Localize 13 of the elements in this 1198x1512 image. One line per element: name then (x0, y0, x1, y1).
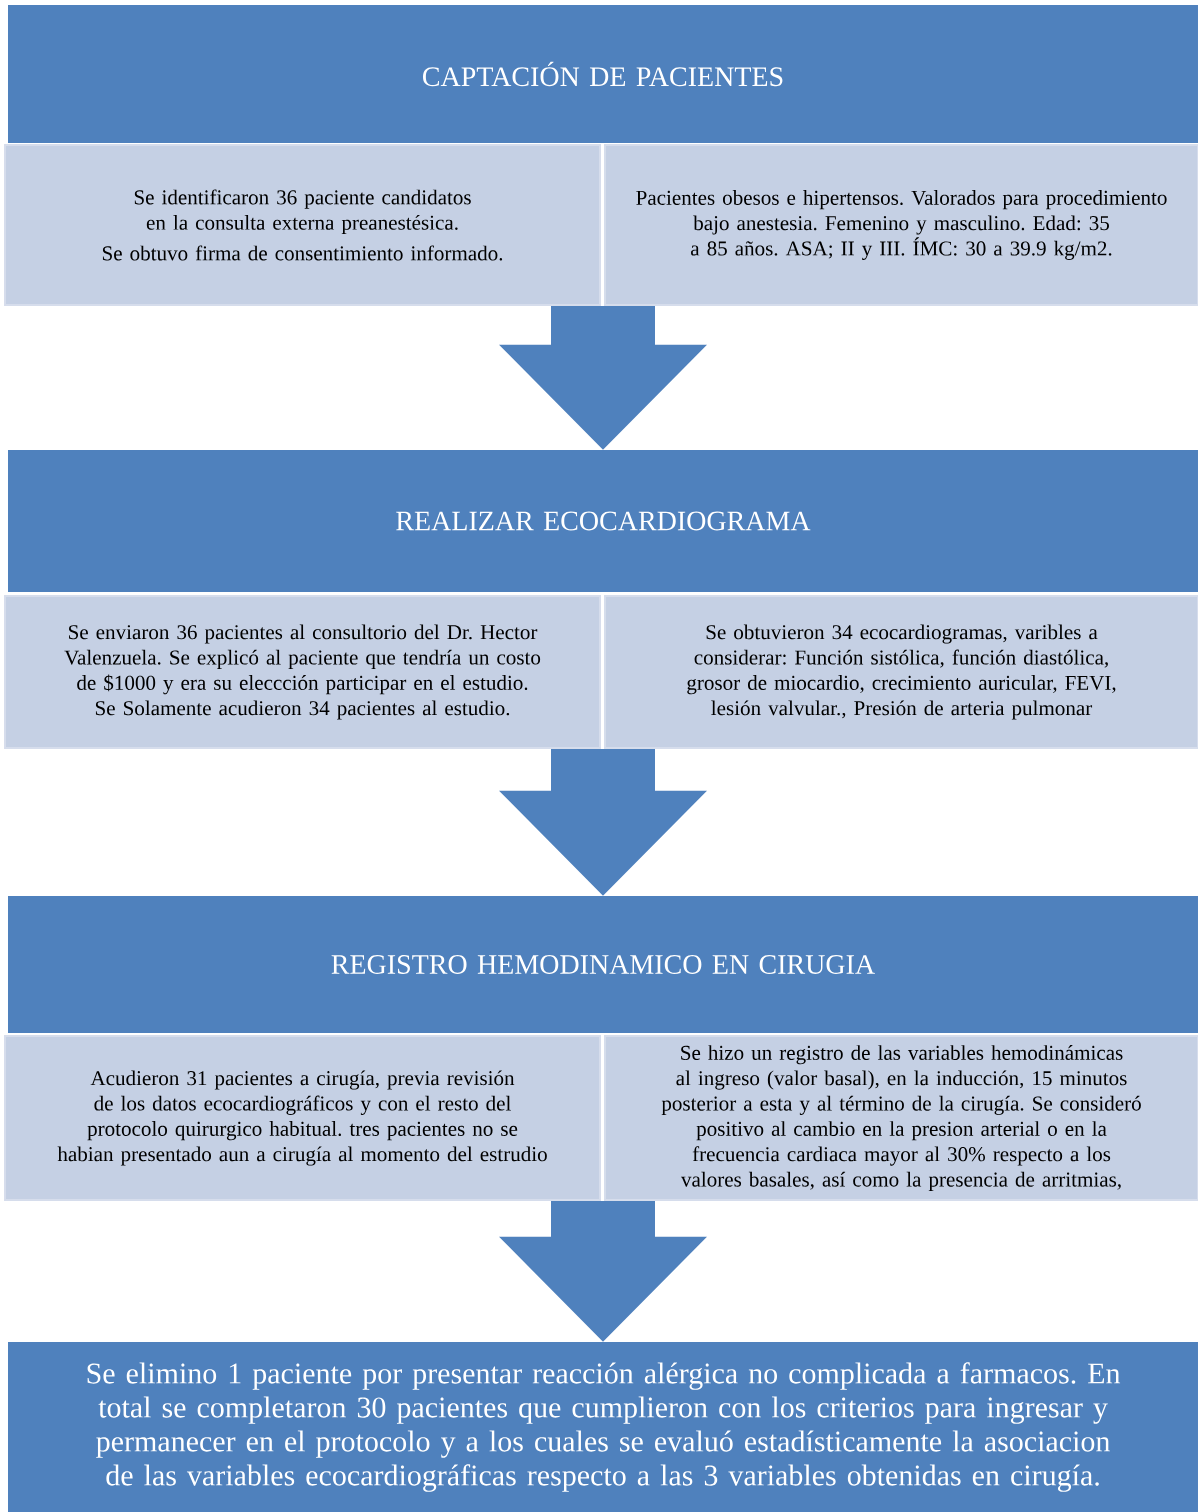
block-arrow (499, 749, 707, 896)
detail-box: Se enviaron 36 pacientes al consultorio del Dr. Hector Valenzuela. Se explicó al paciente que tendría un costo de $1000 y era su eleccción participar en el estudio. Se Solamente acudieron 34 pacientes al estudio. (4, 595, 601, 749)
detail-box: Se hizo un registro de las variables hemodinámicas al ingreso (valor basal), en la inducción, 15 minutos posterior a esta y al término de la cirugía. Se consideró positivo al cambio en la presion arterial o en la frecuencia cardiaca mayor al 30% respecto a los valores basales, así como la presencia de arritmias, (603, 1035, 1198, 1201)
block-arrow (499, 1201, 707, 1342)
block-arrow (499, 306, 707, 450)
detail-box: Acudieron 31 pacientes a cirugía, previa revisión de los datos ecocardiográficos y con el resto del protocolo quirurgico habitual. tres pacientes no se habian presentado aun a cirugía al momento del estrudio (4, 1035, 601, 1201)
header-band: REALIZAR ECOCARDIOGRAMA (8, 450, 1198, 592)
detail-box: Se obtuvieron 34 ecocardiogramas, varibles a considerar: Función sistólica, función diastólica, grosor de miocardio, crecimiento auricular, FEVI, lesión valvular., Presión de arteria pulmonar (603, 595, 1198, 749)
header-band: CAPTACIÓN DE PACIENTES (8, 5, 1198, 143)
result-box: Se elimino 1 paciente por presentar reacción alérgica no complicada a farmacos. En total se completaron 30 pacientes que cumplieron con los criterios para ingresar y permanecer en el protocolo y a los cuales se evaluó estadísticamente la asociacion de las variables ecocardiográficas respecto a las 3 variables obtenidas en cirugía. (8, 1342, 1198, 1512)
detail-box: Pacientes obesos e hipertensos. Valorados para procedimiento bajo anestesia. Femenino y masculino. Edad: 35 a 85 años. ASA; II y III. ÍMC: 30 a 39.9 kg/m2. (603, 144, 1198, 306)
detail-box: Se identificaron 36 paciente candidatos en la consulta externa preanestésica. Se obtuvo firma de consentimiento informado. (4, 144, 601, 306)
header-band: REGISTRO HEMODINAMICO EN CIRUGIA (8, 895, 1198, 1034)
